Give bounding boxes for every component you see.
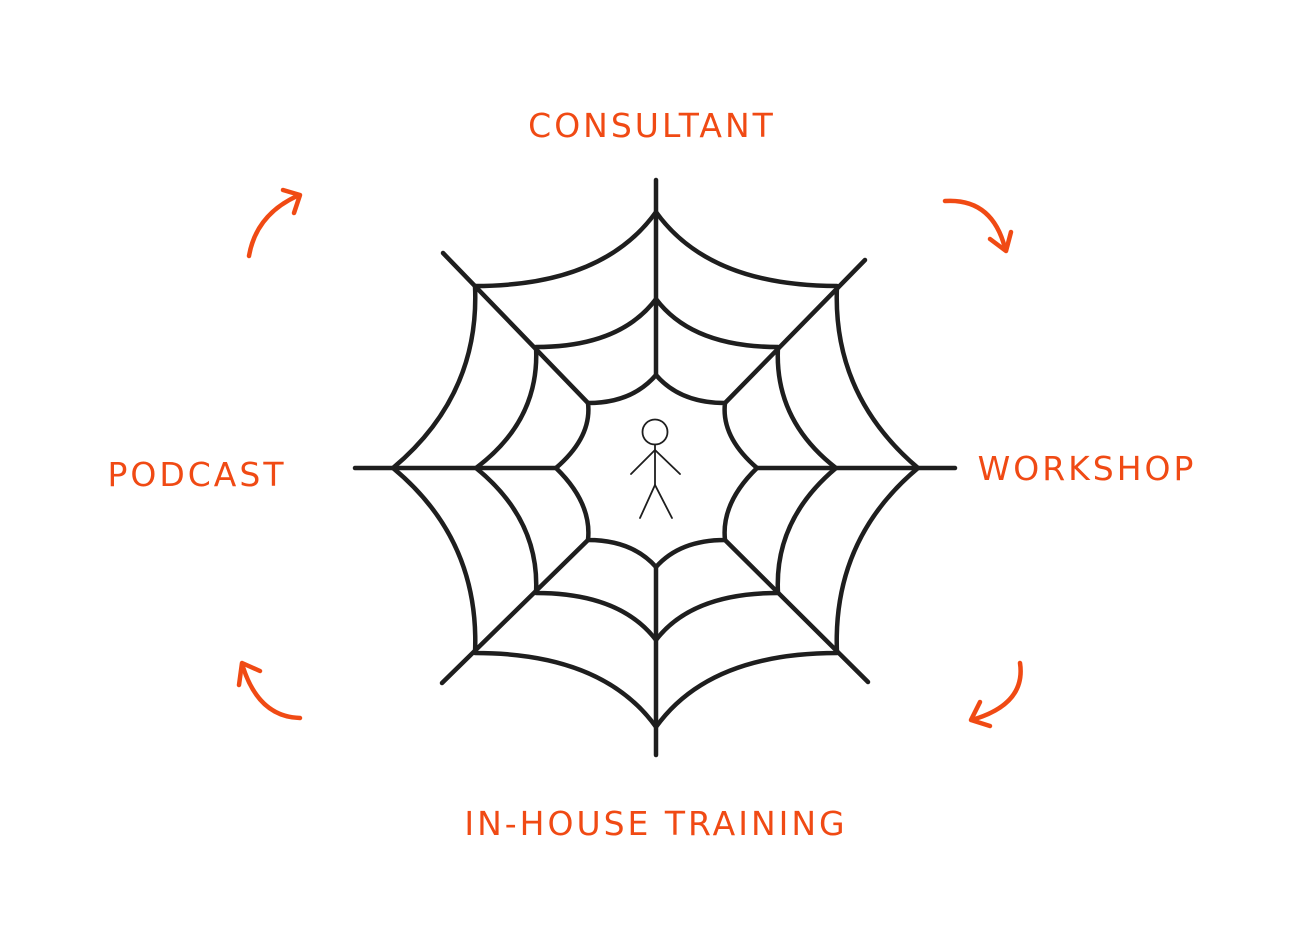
web-spoke-ne [722,257,868,406]
web-spoke-nw [440,250,591,406]
arrow-bottom-right [968,660,1023,729]
spider-web [352,177,958,758]
arrow-top-left [246,187,303,259]
stick-figure-head [641,418,669,446]
cycle-arrows [236,187,1023,729]
stick-figure-icon [630,418,681,519]
web-spoke-se [722,537,871,685]
arrow-bottom-left [236,660,303,721]
stick-figure-legs [639,482,673,519]
web-ring-outer [390,209,921,730]
web-ring-inner [553,372,760,570]
label-workshop: WORKSHOP [978,449,1197,488]
web-ring-middle [473,296,839,643]
label-podcast: PODCAST [107,455,286,494]
label-in-house-training: IN-HOUSE TRAINING [464,804,847,843]
label-consultant: CONSULTANT [528,106,776,145]
web-spoke-sw [439,537,591,686]
arrow-top-right [942,198,1014,254]
stick-figure-arms [630,448,681,475]
